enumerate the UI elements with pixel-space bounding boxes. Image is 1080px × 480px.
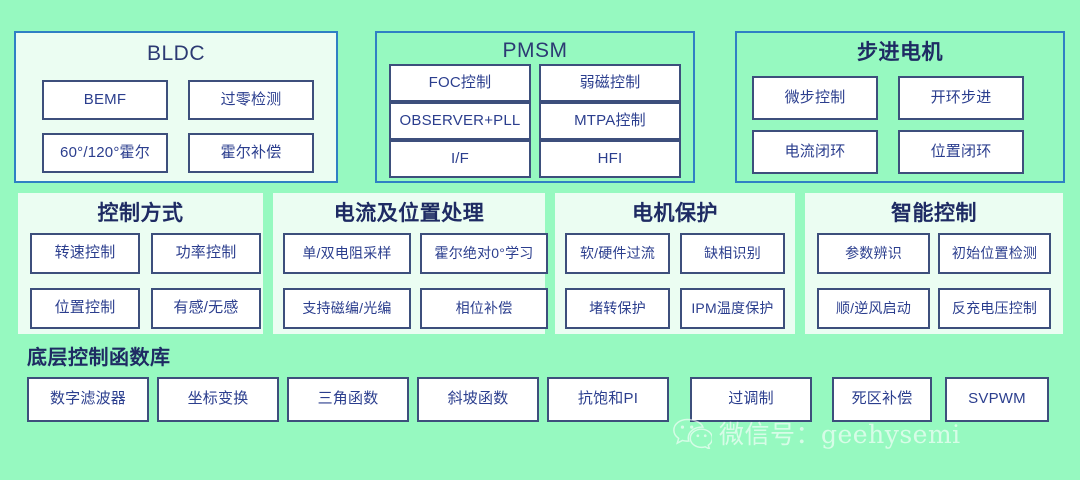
panel-stepper-title: 步进电机: [857, 41, 943, 64]
box-overmodulation[interactable]: 过调制: [690, 377, 812, 422]
box-tailwind-headwind-startup[interactable]: 顺/逆风启动: [817, 288, 930, 329]
box-pmsm-flux-weakening[interactable]: 弱磁控制: [539, 64, 681, 102]
panel-pmsm-title: PMSM: [502, 39, 568, 62]
box-speed-control[interactable]: 转速控制: [30, 233, 140, 274]
box-initial-position-detection[interactable]: 初始位置检测: [938, 233, 1051, 274]
box-phase-compensation[interactable]: 相位补偿: [420, 288, 548, 329]
box-pmsm-observer-pll[interactable]: OBSERVER+PLL: [389, 102, 531, 140]
panel-pmsm: PMSM FOC控制 弱磁控制 OBSERVER+PLL MTPA控制 I/F …: [375, 31, 695, 183]
box-parameter-identification[interactable]: 参数辨识: [817, 233, 930, 274]
box-svpwm[interactable]: SVPWM: [945, 377, 1049, 422]
box-bldc-hall-comp[interactable]: 霍尔补偿: [188, 133, 314, 173]
box-stepper-microstep[interactable]: 微步控制: [752, 76, 878, 120]
panel-motor-protection-title: 电机保护: [632, 202, 718, 225]
box-trigonometric-function[interactable]: 三角函数: [287, 377, 409, 422]
box-position-control[interactable]: 位置控制: [30, 288, 140, 329]
panel-control-mode: 控制方式 转速控制 功率控制 位置控制 有感/无感: [18, 193, 263, 334]
box-ipm-temperature-protection[interactable]: IPM温度保护: [680, 288, 785, 329]
box-digital-filter[interactable]: 数字滤波器: [27, 377, 149, 422]
box-coordinate-transform[interactable]: 坐标变换: [157, 377, 279, 422]
panel-stepper: 步进电机 微步控制 开环步进 电流闭环 位置闭环: [735, 31, 1065, 183]
panel-current-position-title: 电流及位置处理: [333, 202, 485, 225]
box-sensored-sensorless[interactable]: 有感/无感: [151, 288, 261, 329]
box-stepper-open-loop[interactable]: 开环步进: [898, 76, 1024, 120]
box-bldc-hall-6090[interactable]: 60°/120°霍尔: [42, 133, 168, 173]
box-pmsm-foc[interactable]: FOC控制: [389, 64, 531, 102]
box-back-charge-voltage-control[interactable]: 反充电压控制: [938, 288, 1051, 329]
box-bldc-zero-cross[interactable]: 过零检测: [188, 80, 314, 120]
box-power-control[interactable]: 功率控制: [151, 233, 261, 274]
box-bldc-bemf[interactable]: BEMF: [42, 80, 168, 120]
panel-intelligent-control-title: 智能控制: [891, 202, 977, 225]
panel-intelligent-control: 智能控制 参数辨识 初始位置检测 顺/逆风启动 反充电压控制: [805, 193, 1063, 334]
panel-bldc-title: BLDC: [146, 42, 206, 65]
panel-function-library: 底层控制函数库 数字滤波器 坐标变换 三角函数 斜坡函数 抗饱和PI 过调制 死…: [0, 340, 1080, 440]
box-pmsm-mtpa[interactable]: MTPA控制: [539, 102, 681, 140]
box-pmsm-hfi[interactable]: HFI: [539, 140, 681, 178]
panel-control-mode-title: 控制方式: [97, 202, 184, 225]
box-ramp-function[interactable]: 斜坡函数: [417, 377, 539, 422]
panel-current-position: 电流及位置处理 单/双电阻采样 霍尔绝对0°学习 支持磁编/光编 相位补偿: [273, 193, 548, 334]
panel-bldc: BLDC BEMF 过零检测 60°/120°霍尔 霍尔补偿: [14, 31, 338, 183]
panel-function-library-title: 底层控制函数库: [27, 347, 171, 369]
panel-motor-protection: 电机保护 软/硬件过流 缺相识别 堵转保护 IPM温度保护: [555, 193, 795, 334]
box-deadtime-compensation[interactable]: 死区补偿: [832, 377, 932, 422]
box-shunt-sampling[interactable]: 单/双电阻采样: [283, 233, 411, 274]
box-hall-absolute-zero-learning[interactable]: 霍尔绝对0°学习: [420, 233, 548, 274]
box-pmsm-if[interactable]: I/F: [389, 140, 531, 178]
box-encoder-support[interactable]: 支持磁编/光编: [283, 288, 411, 329]
box-overcurrent[interactable]: 软/硬件过流: [565, 233, 670, 274]
box-stall-protection[interactable]: 堵转保护: [565, 288, 670, 329]
box-anti-windup-pi[interactable]: 抗饱和PI: [547, 377, 669, 422]
box-stepper-current-loop[interactable]: 电流闭环: [752, 130, 878, 174]
box-stepper-position-loop[interactable]: 位置闭环: [898, 130, 1024, 174]
box-phase-loss-detection[interactable]: 缺相识别: [680, 233, 785, 274]
